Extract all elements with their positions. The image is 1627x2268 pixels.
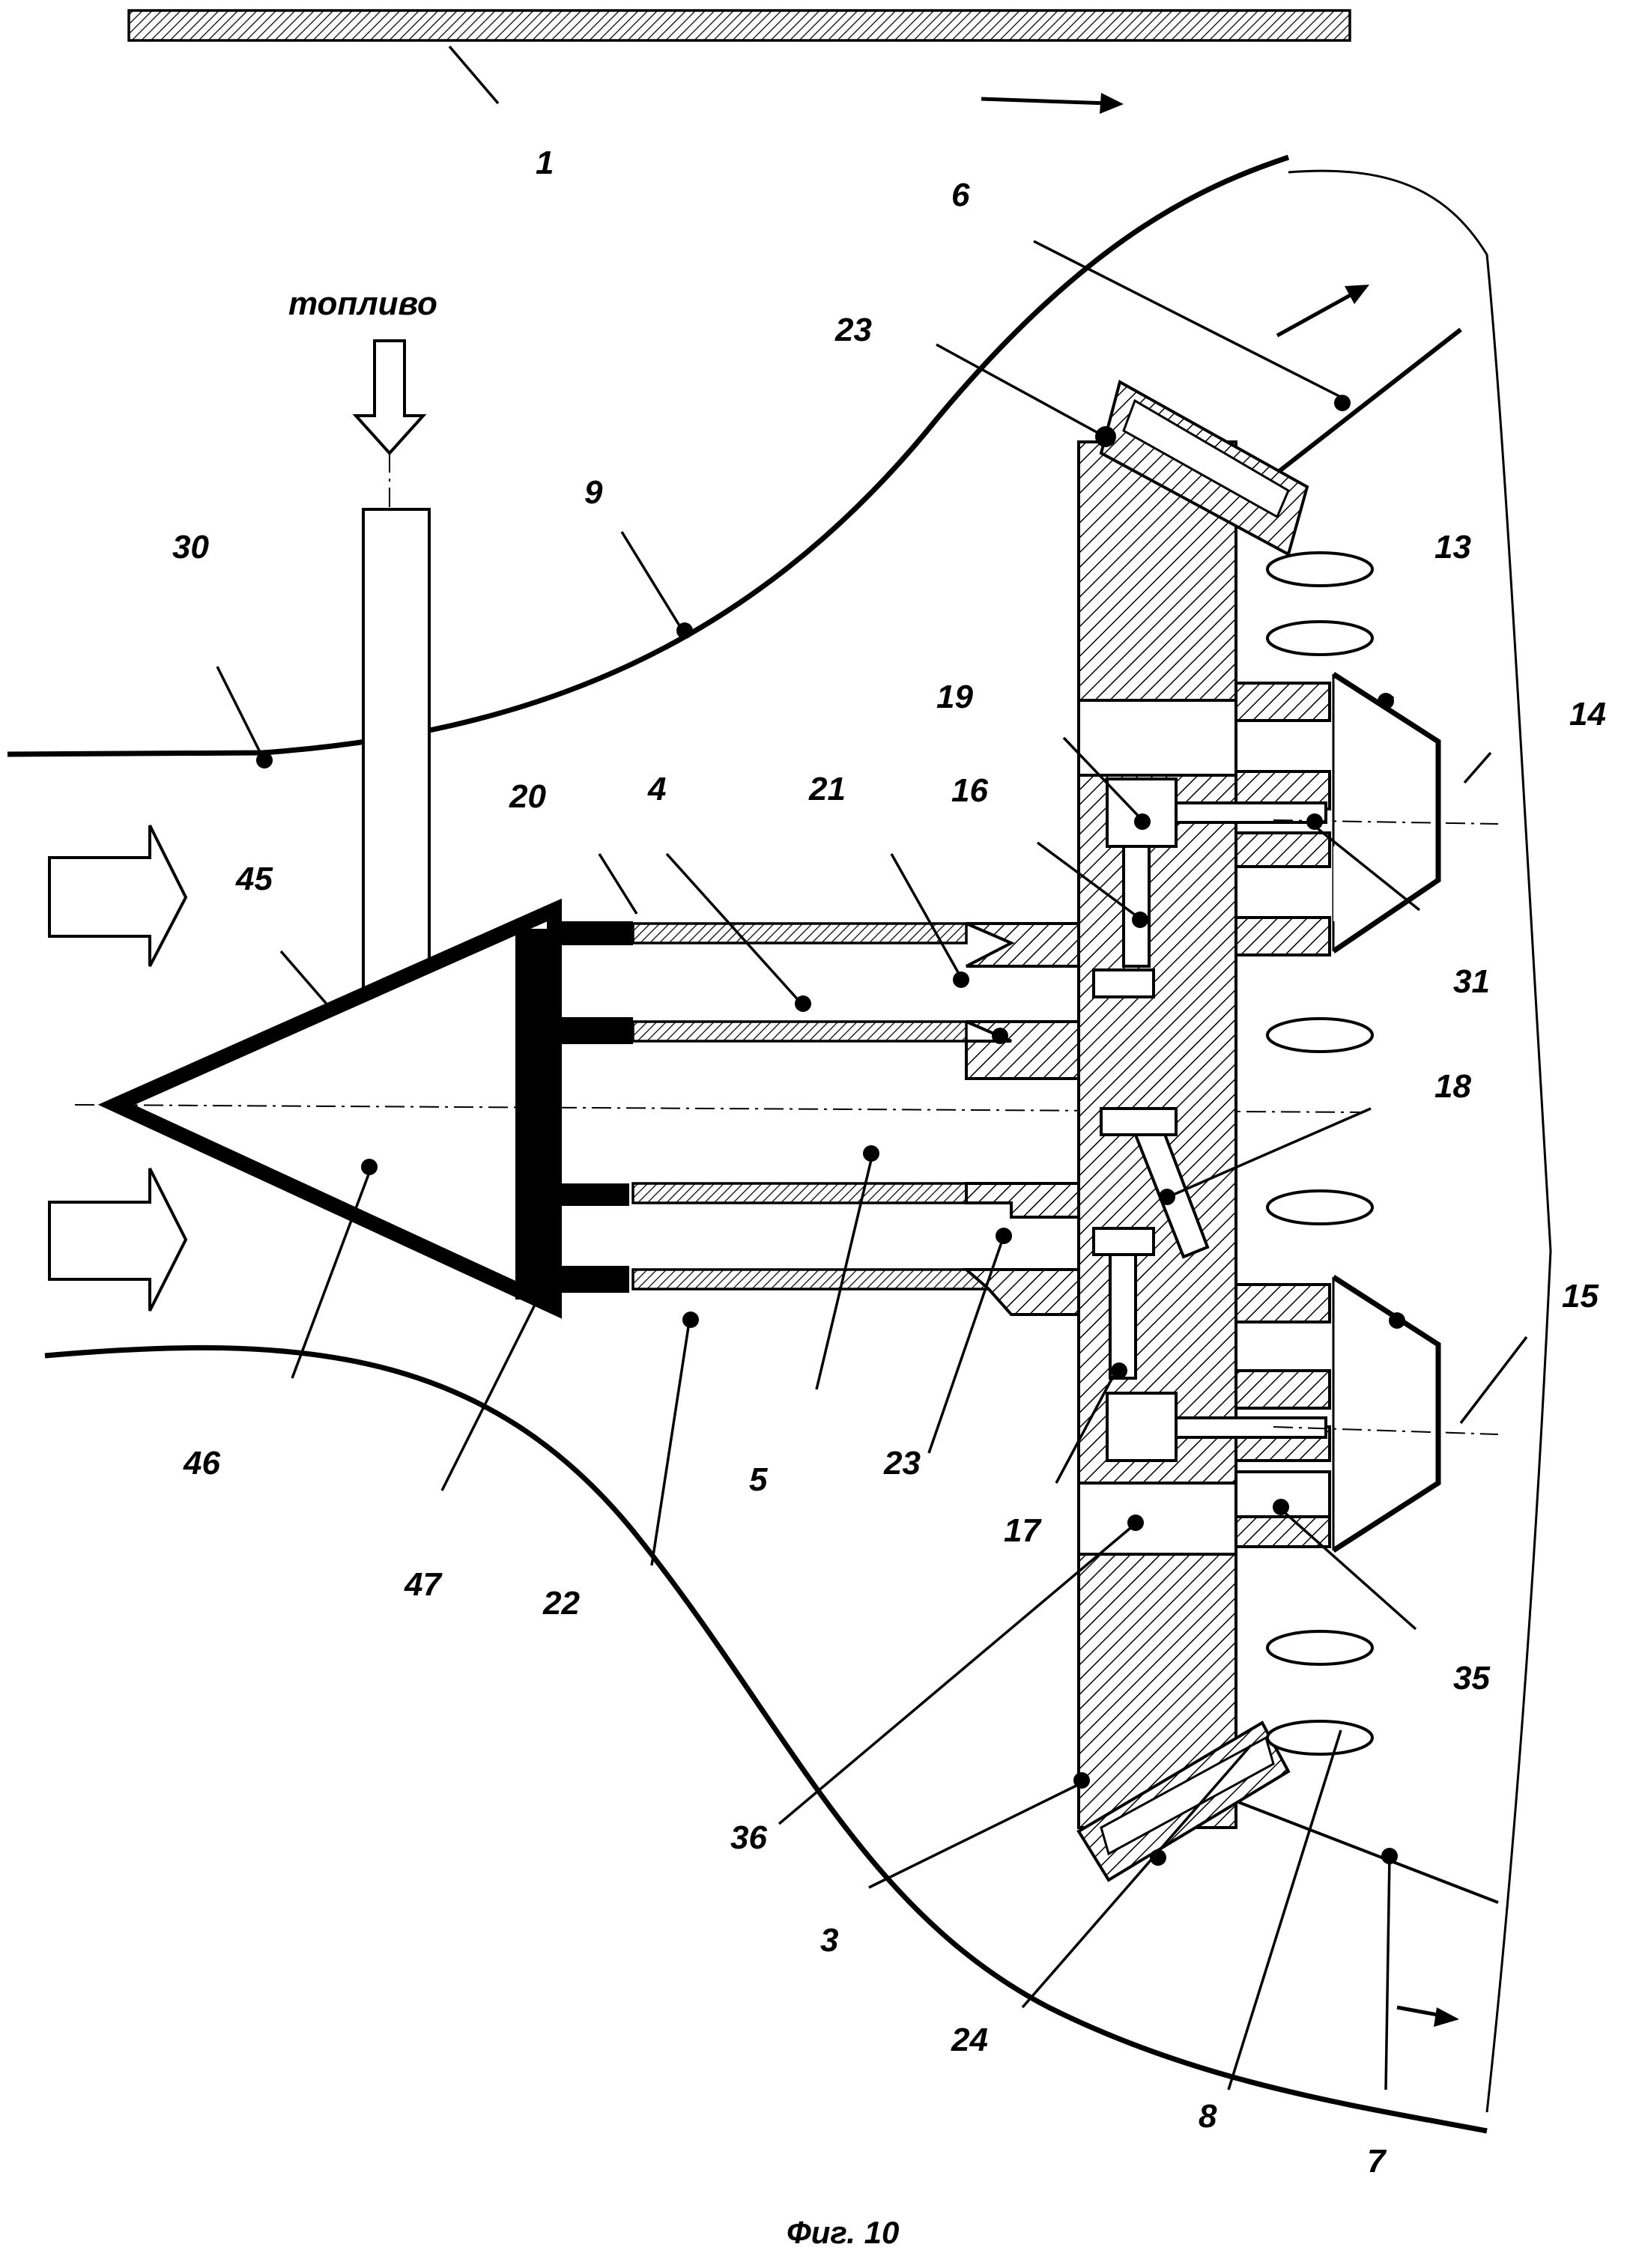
top-wall: [127, 9, 1351, 42]
outer-casing-lower: [44, 1344, 1488, 2134]
hole: [1266, 620, 1374, 656]
label-6: 6: [951, 177, 970, 213]
label-5: 5: [749, 1461, 768, 1498]
label-8: 8: [1199, 2098, 1217, 2135]
port-lower: [1077, 1482, 1237, 1556]
exit-boundary: [1288, 169, 1552, 2113]
label-20: 20: [509, 778, 546, 815]
label-36: 36: [730, 1819, 767, 1856]
label-15: 15: [1562, 1278, 1599, 1315]
label-46: 46: [183, 1445, 220, 1482]
label-22: 22: [542, 1585, 580, 1622]
fuel-pipe: [362, 508, 431, 1013]
label-4: 4: [647, 771, 666, 807]
label-17: 17: [1004, 1512, 1042, 1549]
port-upper: [1077, 699, 1237, 777]
flange: [965, 1182, 1080, 1219]
injector-lower: [1234, 1275, 1441, 1553]
label-47: 47: [404, 1566, 443, 1603]
flow-arrow-icon: [1396, 2005, 1459, 2027]
labels: 1 6 23 9 30 13 14 19 16 20 4 21 45 31 18…: [172, 145, 1606, 2180]
nozzle-line-upper: [1248, 327, 1462, 497]
label-31: 31: [1453, 963, 1490, 1000]
hole: [1266, 1630, 1374, 1666]
fuel-inlet-arrow-icon: [352, 339, 427, 509]
label-3: 3: [820, 1922, 838, 1959]
label-45: 45: [235, 861, 273, 897]
hole: [1266, 551, 1374, 587]
channel-19: [1106, 777, 1178, 848]
cone-base-plate: [515, 929, 554, 1300]
hole: [1266, 1189, 1374, 1225]
flange: [966, 922, 1080, 968]
channel-17: [1106, 1392, 1178, 1462]
label-24: 24: [951, 2022, 988, 2058]
label-16: 16: [951, 772, 988, 809]
tube-assembly: [539, 921, 990, 1293]
label-19: 19: [936, 679, 973, 715]
flow-arrow-icon: [981, 93, 1124, 114]
label-13: 13: [1434, 529, 1471, 566]
label-21: 21: [808, 771, 846, 807]
hole: [1266, 1720, 1374, 1756]
flow-arrow-icon: [1276, 285, 1369, 338]
inlet-flow-arrow-icon: [48, 825, 188, 967]
label-35: 35: [1453, 1660, 1490, 1697]
label-7: 7: [1367, 2143, 1387, 2180]
injector-upper: [1234, 672, 1441, 956]
flange: [962, 1268, 1080, 1316]
label-14: 14: [1569, 696, 1606, 733]
label-18: 18: [1434, 1068, 1471, 1105]
label-23: 23: [834, 312, 872, 348]
fuel-label: топливо: [288, 285, 437, 322]
flange: [965, 1020, 1080, 1080]
label-9: 9: [584, 474, 603, 511]
inlet-flow-arrow-icon: [48, 1168, 188, 1312]
hole: [1266, 1017, 1374, 1053]
outer-casing-upper: [7, 154, 1290, 757]
leader-lines: [216, 45, 1528, 2090]
label-1: 1: [536, 145, 554, 181]
figure-caption: Фиг. 10: [787, 2215, 899, 2250]
leader-dots: [256, 395, 1405, 1866]
label-30: 30: [172, 529, 209, 566]
label-23b: 23: [883, 1445, 921, 1482]
